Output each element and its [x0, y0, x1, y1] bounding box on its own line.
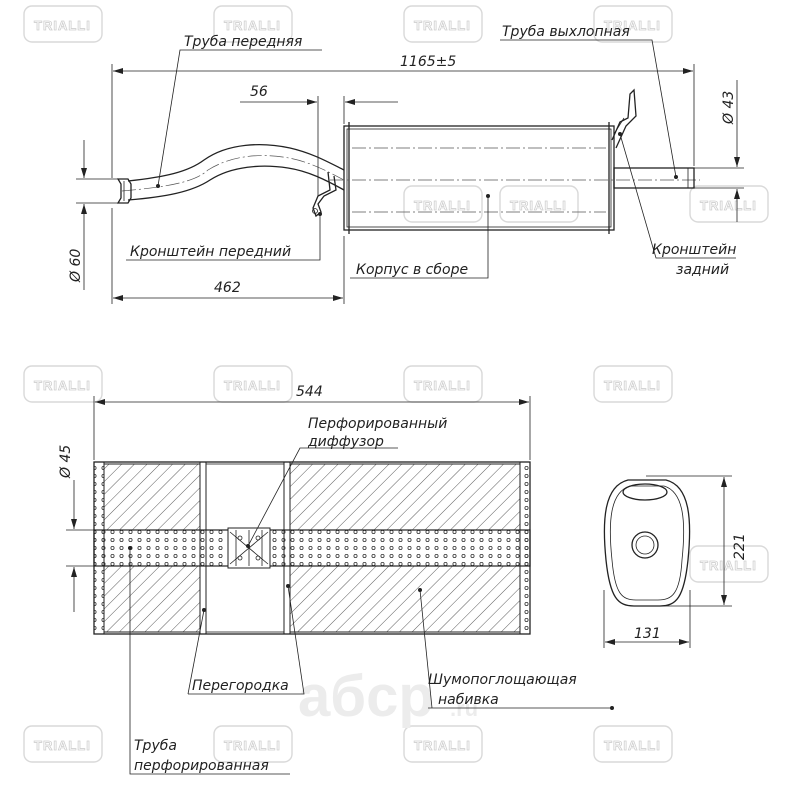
dimension-overall-length: 1165±5	[400, 54, 456, 70]
svg-text:TRIALLI: TRIALLI	[224, 18, 281, 33]
label-packing-line2: набивка	[438, 692, 499, 708]
packing-lower-left	[103, 565, 205, 633]
packing-lower-right	[289, 565, 521, 633]
section-view: 544 Ø 45 Перфорированный диффузор Перего…	[58, 384, 615, 775]
label-rear-bracket-line2: задний	[676, 262, 729, 278]
watermark-stamp: TRIALLI	[593, 365, 673, 403]
watermark-stamp: TRIALLI	[403, 365, 483, 403]
exhaust-pipe	[613, 167, 695, 189]
watermark-stamp: TRIALLI	[23, 725, 103, 763]
front-pipe	[127, 144, 345, 182]
watermark-stamp: TRIALLI	[213, 725, 293, 763]
watermark-stamp: TRIALLI	[213, 5, 293, 43]
label-exhaust-pipe: Труба выхлопная	[502, 24, 630, 40]
svg-text:.ru: .ru	[450, 696, 478, 721]
svg-text:TRIALLI: TRIALLI	[510, 198, 567, 213]
watermark-stamp: TRIALLI	[499, 185, 579, 223]
svg-text:TRIALLI: TRIALLI	[414, 738, 471, 753]
watermark-stamp: TRIALLI	[689, 545, 769, 583]
dimension-inlet-diameter: Ø 60	[68, 249, 84, 283]
dimension-height: 221	[732, 533, 748, 560]
svg-text:TRIALLI: TRIALLI	[224, 378, 281, 393]
end-pipe-outlet	[631, 531, 659, 559]
svg-text:TRIALLI: TRIALLI	[414, 378, 471, 393]
svg-text:aбcp: aбcp	[298, 664, 434, 729]
label-diffuser-line2: диффузор	[307, 434, 384, 450]
svg-text:TRIALLI: TRIALLI	[34, 18, 91, 33]
packing-upper-left	[103, 463, 205, 531]
label-perforated-pipe-line2: перфорированная	[134, 758, 269, 774]
svg-text:TRIALLI: TRIALLI	[604, 18, 661, 33]
svg-text:TRIALLI: TRIALLI	[604, 378, 661, 393]
svg-text:TRIALLI: TRIALLI	[604, 738, 661, 753]
svg-text:TRIALLI: TRIALLI	[34, 378, 91, 393]
watermark-stamp: TRIALLI	[403, 185, 483, 223]
label-rear-bracket: Кронштейн	[652, 242, 736, 258]
perforated-pipe	[93, 529, 531, 567]
dimension-width: 131	[634, 626, 661, 642]
watermark-stamp: TRIALLI	[593, 725, 673, 763]
watermark-stamp: TRIALLI	[403, 5, 483, 43]
rear-bracket	[611, 88, 637, 149]
label-perforated-pipe: Труба	[134, 738, 177, 754]
muffler-body-shell	[343, 125, 615, 231]
watermark-layer: TRIALLI TRIALLI TRIALLI TRIALLI TRIALLI …	[23, 5, 769, 763]
packing-upper-right	[289, 463, 521, 531]
svg-text:TRIALLI: TRIALLI	[224, 738, 281, 753]
dimension-inlet-length: 462	[214, 280, 241, 296]
inlet-flange	[116, 178, 132, 204]
watermark-stamp: TRIALLI	[403, 725, 483, 763]
label-body-assembly: Корпус в сборе	[356, 262, 468, 278]
watermark-stamp: TRIALLI	[23, 5, 103, 43]
site-watermark: aбcp .ru	[298, 664, 478, 729]
top-view: 1165±5 56 462 Ø 60 Ø 43 Труба передняя Т…	[68, 24, 744, 304]
end-view: 221 131	[603, 475, 748, 648]
watermark-stamp: TRIALLI	[689, 185, 769, 223]
watermark-stamp: TRIALLI	[23, 365, 103, 403]
label-front-pipe: Труба передняя	[184, 34, 302, 50]
label-front-bracket: Кронштейн передний	[130, 244, 291, 260]
svg-text:TRIALLI: TRIALLI	[700, 198, 757, 213]
watermark-stamp: TRIALLI	[593, 5, 673, 43]
dimension-outlet-diameter: Ø 43	[721, 91, 737, 125]
svg-text:TRIALLI: TRIALLI	[414, 198, 471, 213]
label-packing: Шумопоглощающая	[428, 672, 577, 688]
label-baffle: Перегородка	[192, 678, 289, 694]
svg-text:TRIALLI: TRIALLI	[414, 18, 471, 33]
label-diffuser: Перфорированный	[308, 416, 447, 432]
dimension-body-length: 544	[296, 384, 323, 400]
svg-text:TRIALLI: TRIALLI	[700, 558, 757, 573]
dimension-offset: 56	[250, 84, 268, 100]
dimension-pipe-diameter: Ø 45	[58, 445, 74, 479]
watermark-stamp: TRIALLI	[213, 365, 293, 403]
svg-text:TRIALLI: TRIALLI	[34, 738, 91, 753]
